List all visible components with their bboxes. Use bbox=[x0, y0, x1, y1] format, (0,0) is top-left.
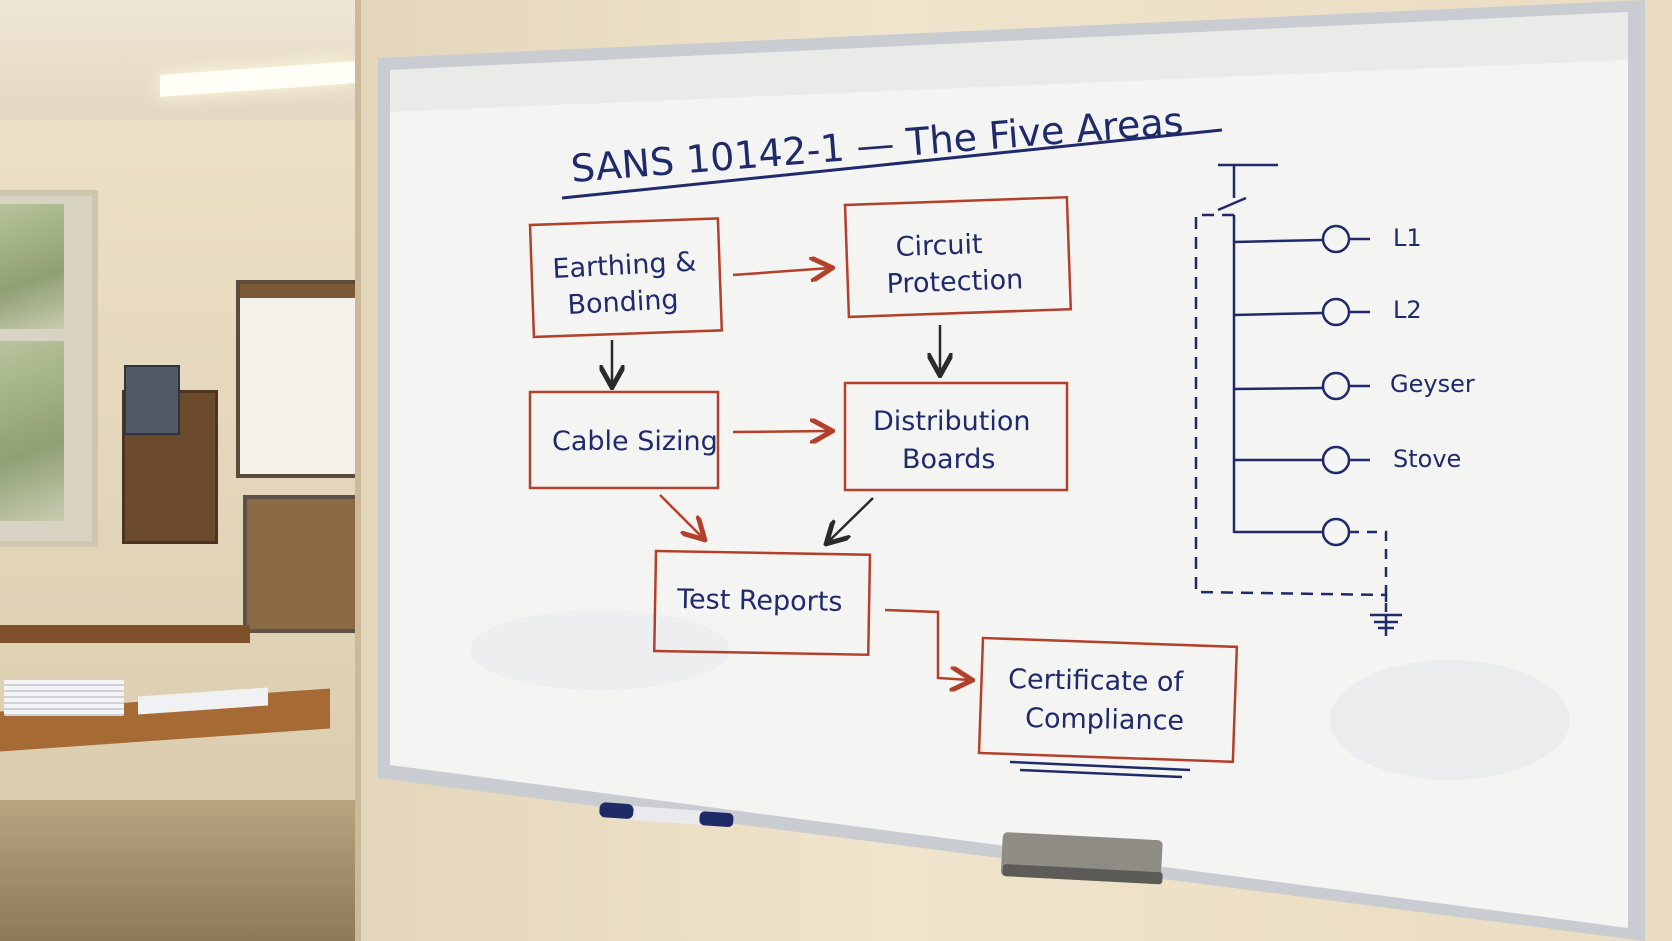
distribution-line1: Distribution bbox=[873, 406, 1031, 437]
earthing-line2: Bonding bbox=[567, 284, 680, 321]
certificate-line2: Compliance bbox=[1025, 703, 1184, 737]
label-geyser: Geyser bbox=[1390, 370, 1475, 398]
circuit-line2: Protection bbox=[886, 264, 1024, 300]
distribution-line2: Boards bbox=[902, 444, 995, 475]
certificate-line1: Certificate of bbox=[1008, 664, 1185, 698]
circuit-line1: Circuit bbox=[895, 229, 983, 263]
label-stove: Stove bbox=[1393, 445, 1461, 473]
cable-sizing-label: Cable Sizing bbox=[552, 426, 718, 457]
label-l2: L2 bbox=[1393, 296, 1422, 324]
arrow-cable-to-distribution bbox=[733, 431, 830, 432]
label-l1: L1 bbox=[1393, 224, 1422, 252]
test-reports-label: Test Reports bbox=[676, 584, 843, 618]
whiteboard-eraser[interactable] bbox=[1001, 832, 1163, 884]
